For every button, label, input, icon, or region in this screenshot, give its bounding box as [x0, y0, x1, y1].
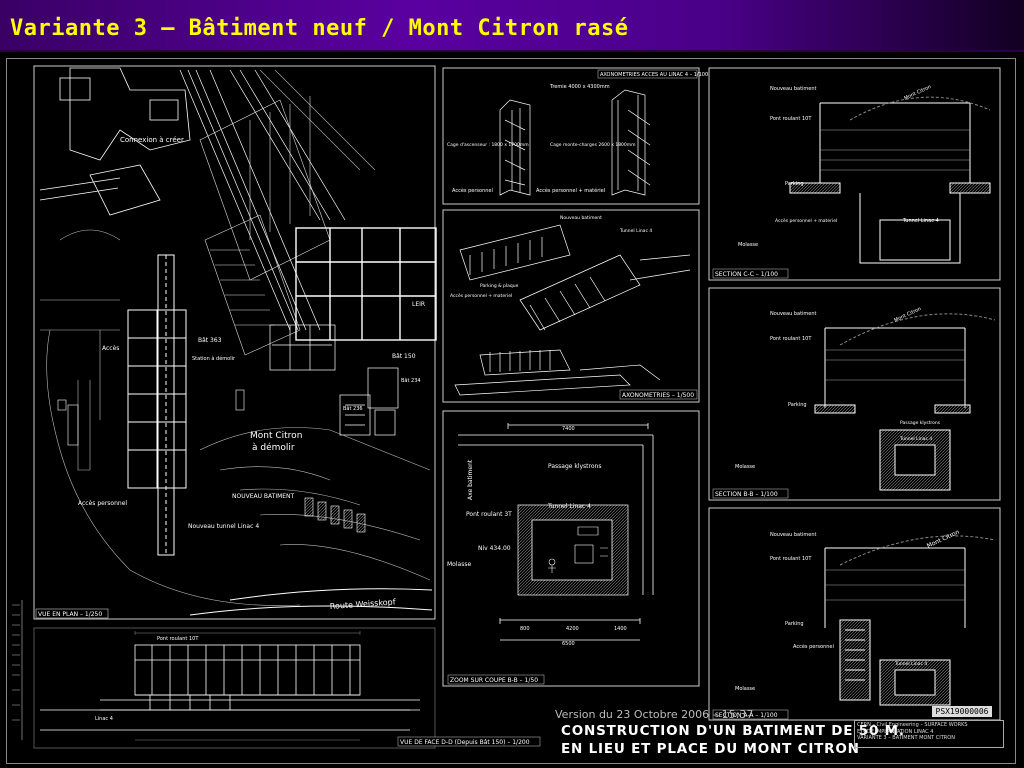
drawing-sheet-frame: [6, 58, 1016, 764]
title-block: CERN – Civil Engineering – SURFACE WORKS…: [854, 720, 1004, 748]
title-block-line: ETUDE IMPLANTATION LINAC 4: [857, 728, 934, 735]
version-stamp: Version du 23 Octobre 2006 – 15:37: [555, 708, 754, 721]
title-block-line: VARIANTE 3 – BATIMENT MONT CITRON: [857, 735, 955, 741]
project-caption-line2: EN LIEU ET PLACE DU MONT CITRON: [561, 741, 860, 757]
project-caption: CONSTRUCTION D'UN BATIMENT DE 50 M. EN L…: [561, 722, 905, 758]
drawing-reference: PSX19000006: [932, 706, 992, 717]
slide-title: Variante 3 – Bâtiment neuf / Mont Citron…: [10, 16, 629, 41]
slide-title-bar: Variante 3 – Bâtiment neuf / Mont Citron…: [0, 0, 1024, 52]
project-caption-line1: CONSTRUCTION D'UN BATIMENT DE 50 M.: [561, 723, 905, 739]
title-block-line: CERN – Civil Engineering – SURFACE WORKS: [857, 722, 968, 728]
